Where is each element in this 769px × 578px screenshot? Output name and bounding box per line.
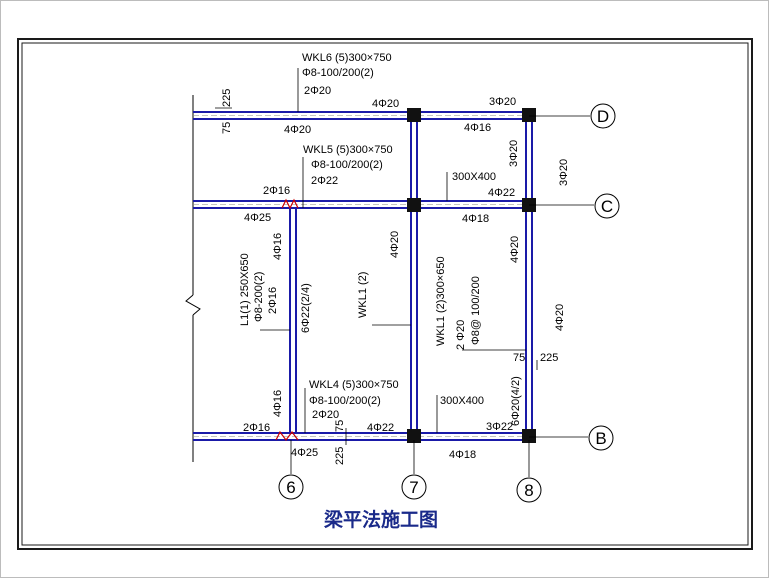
wkl6-left-top: 4Φ20 [372, 98, 399, 110]
col-4phi20-mid: 4Φ20 [509, 236, 521, 263]
dim-75-bot: 75 [334, 420, 346, 432]
wkl5-right-top: 4Φ22 [488, 187, 515, 199]
column-7-d [407, 108, 421, 122]
wkl6-right-bottom: 4Φ16 [464, 122, 491, 134]
wkl1-right-stirrup: Φ8@ 100/200 [470, 276, 482, 345]
dim-75-top: 75 [221, 122, 233, 134]
wkl4-mid-top: 4Φ22 [367, 422, 394, 434]
columns [407, 108, 536, 443]
wkl6-right-top: 3Φ20 [489, 96, 516, 108]
wkl4-stirrup: Φ8-100/200(2) [309, 395, 381, 407]
wkl6-top: 2Φ20 [304, 85, 331, 97]
wkl4-right-bottom: 4Φ18 [449, 449, 476, 461]
column-7-b [407, 429, 421, 443]
axis-bubbles [278, 103, 620, 503]
axis-bubble-7 [401, 474, 427, 500]
l1-bottom: 2Φ16 [267, 287, 279, 314]
wkl6-name: WKL6 (5)300×750 [302, 52, 392, 64]
l1-stirrup: Φ8-200(2) [253, 272, 265, 322]
wkl4-left-bottom: 4Φ25 [291, 447, 318, 459]
dim-75-mid: 75 [513, 352, 525, 364]
wkl4-right-section: 300X400 [440, 395, 484, 407]
wkl5-right-bottom: 4Φ18 [462, 213, 489, 225]
wkl6-left-bottom: 4Φ20 [284, 124, 311, 136]
col-4phi20-right: 4Φ20 [554, 304, 566, 331]
dim-225-mid: 225 [540, 352, 558, 364]
wkl5-left-top: 2Φ16 [263, 185, 290, 197]
l1-side: 4Φ16 [272, 233, 284, 260]
wkl5-left-bottom: 4Φ25 [244, 212, 271, 224]
wkl4-top: 2Φ20 [312, 409, 339, 421]
wkl1-right-top: 2 Φ20 [455, 320, 467, 350]
dim-225-top: 225 [221, 89, 233, 107]
drawing-title: 梁平法施工图 [323, 508, 438, 531]
axis-label-c: C [601, 197, 613, 216]
drawing-frame-inner [21, 42, 749, 546]
axis-label-6: 6 [286, 478, 295, 497]
wkl6-stirrup: Φ8-100/200(2) [302, 67, 374, 79]
column-7-c [407, 198, 421, 212]
axis-label-8: 8 [524, 481, 533, 500]
column-8-d [522, 108, 536, 122]
column-8-b [522, 429, 536, 443]
wkl5-right-section: 300X400 [452, 171, 496, 183]
axis-bubble-d [590, 103, 616, 129]
accent-marks [275, 198, 299, 441]
col-3phi20-b: 3Φ20 [558, 159, 570, 186]
break-line [185, 95, 201, 462]
wkl4-left-top: 2Φ16 [243, 422, 270, 434]
axis-label-d: D [597, 107, 609, 126]
col-3phi20-a: 3Φ20 [508, 140, 520, 167]
wkl4-name: WKL4 (5)300×750 [309, 379, 399, 391]
l1-name: L1(1) 250X650 [239, 253, 251, 326]
axis-bubble-b [588, 425, 614, 451]
wkl1-right-name: WKL1 (2)300×650 [435, 256, 447, 346]
wkl5-stirrup: Φ8-100/200(2) [311, 159, 383, 171]
wkl4-right-top: 3Φ22 [486, 421, 513, 433]
axis-bubble-c [594, 193, 620, 219]
axis-bubble-8 [516, 477, 542, 503]
beams [193, 111, 533, 441]
wkl5-mid-bottom: 4Φ20 [389, 231, 401, 258]
axis-bubble-6 [278, 474, 304, 500]
lower-left-side: 4Φ16 [272, 390, 284, 417]
wkl1-bar: 6Φ20(4/2) [510, 376, 522, 426]
wkl5-top: 2Φ22 [311, 175, 338, 187]
axis-label-7: 7 [409, 478, 418, 497]
dim-225-bot: 225 [334, 447, 346, 465]
wkl1-left-name: WKL1 (2) [357, 272, 369, 318]
axis-label-b: B [595, 429, 606, 448]
l1-bar: 6Φ22(2/4) [300, 283, 312, 333]
drawing-frame-outer [17, 38, 753, 550]
wkl5-name: WKL5 (5)300×750 [303, 144, 393, 156]
